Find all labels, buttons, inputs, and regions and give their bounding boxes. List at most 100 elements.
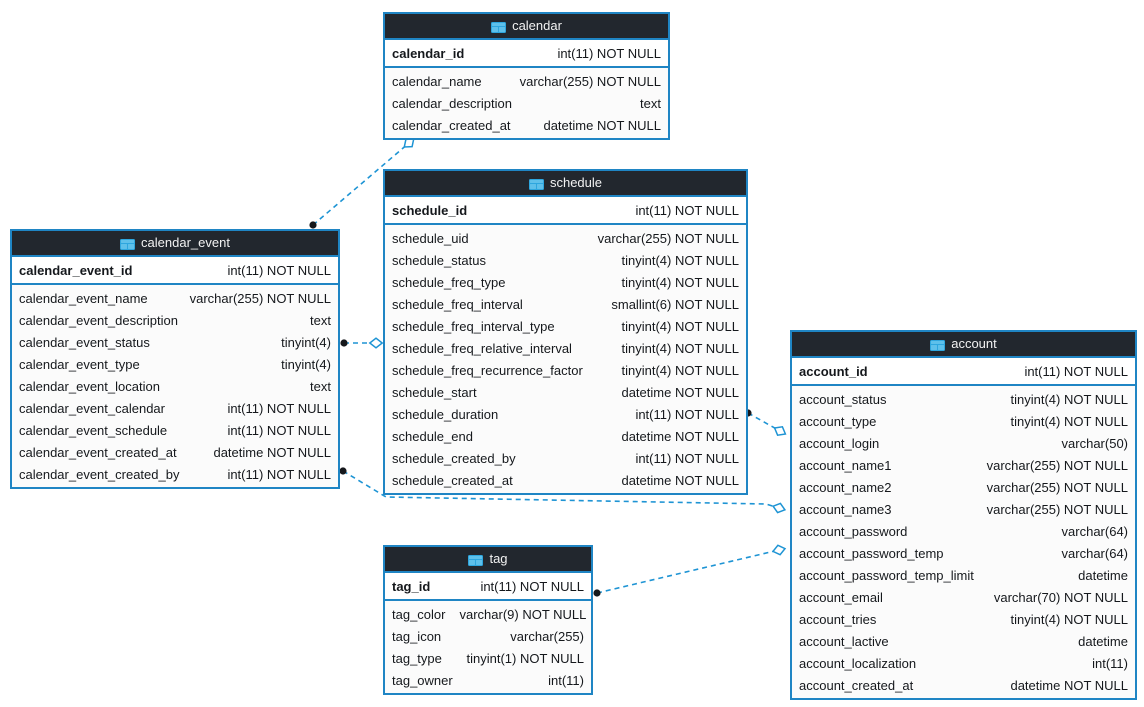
- table-header[interactable]: schedule: [385, 171, 746, 197]
- column-name: tag_type: [392, 650, 442, 666]
- er-table-calendar_event[interactable]: calendar_event calendar_event_id int(11)…: [10, 229, 340, 489]
- primary-key-name: account_id: [799, 363, 868, 379]
- column-type: varchar(70) NOT NULL: [993, 589, 1128, 605]
- table-title: tag: [489, 551, 508, 566]
- column-name: schedule_freq_relative_interval: [392, 340, 572, 356]
- column-name: schedule_status: [392, 252, 486, 268]
- relationship-endpoint-dot: [340, 339, 348, 347]
- column-row[interactable]: schedule_end datetime NOT NULL: [385, 425, 746, 447]
- primary-key-row[interactable]: schedule_id int(11) NOT NULL: [385, 197, 746, 225]
- table-header[interactable]: calendar_event: [12, 231, 338, 257]
- column-type: varchar(9) NOT NULL: [459, 606, 587, 622]
- table-icon: [468, 554, 484, 566]
- relationship-schedule-account[interactable]: [744, 409, 787, 437]
- column-type: varchar(255) NOT NULL: [986, 457, 1128, 473]
- column-type: varchar(255) NOT NULL: [597, 230, 739, 246]
- column-type: tinyint(4) NOT NULL: [621, 340, 739, 356]
- table-icon: [120, 238, 136, 250]
- column-type: varchar(255) NOT NULL: [986, 479, 1128, 495]
- table-header[interactable]: calendar: [385, 14, 668, 40]
- column-row[interactable]: schedule_freq_relative_interval tinyint(4…: [385, 337, 746, 359]
- table-title: schedule: [549, 175, 603, 190]
- er-table-account[interactable]: account account_id int(11) NOT NULL acco…: [790, 330, 1137, 700]
- column-name: calendar_name: [392, 73, 482, 89]
- column-name: calendar_event_type: [19, 356, 140, 372]
- primary-key-row[interactable]: calendar_id int(11) NOT NULL: [385, 40, 668, 68]
- primary-key-name: calendar_id: [392, 45, 465, 61]
- er-table-calendar[interactable]: calendar calendar_id int(11) NOT NULL ca…: [383, 12, 670, 140]
- table-header[interactable]: account: [792, 332, 1135, 358]
- column-type: datetime NOT NULL: [621, 428, 739, 444]
- primary-key-row[interactable]: tag_id int(11) NOT NULL: [385, 573, 591, 601]
- column-name: calendar_event_calendar: [19, 400, 165, 416]
- primary-key-row[interactable]: calendar_event_id int(11) NOT NULL: [12, 257, 338, 285]
- table-header[interactable]: tag: [385, 547, 591, 573]
- column-type: int(11): [1092, 655, 1128, 671]
- column-type: int(11): [548, 672, 584, 688]
- column-row[interactable]: calendar_name varchar(255) NOT NULL: [385, 70, 668, 92]
- column-type: tinyint(4) NOT NULL: [1010, 413, 1128, 429]
- column-type: tinyint(4) NOT NULL: [1010, 391, 1128, 407]
- relationship-tag-account[interactable]: [593, 544, 787, 597]
- column-name: schedule_end: [392, 428, 473, 444]
- column-type: datetime: [1078, 633, 1128, 649]
- relationship-calendar_event-schedule[interactable]: [340, 337, 384, 349]
- column-type: int(11) NOT NULL: [227, 466, 331, 482]
- column-row[interactable]: schedule_uid varchar(255) NOT NULL: [385, 227, 746, 249]
- column-name: account_password: [799, 523, 908, 539]
- column-name: schedule_duration: [392, 406, 499, 422]
- relationship-endpoint-diamond: [773, 425, 787, 437]
- primary-key-type: int(11) NOT NULL: [557, 45, 661, 61]
- column-type: varchar(255) NOT NULL: [519, 73, 661, 89]
- primary-key-row[interactable]: account_id int(11) NOT NULL: [792, 358, 1135, 386]
- column-type: text: [310, 378, 331, 394]
- column-name: account_password_temp_limit: [799, 567, 974, 583]
- er-table-schedule[interactable]: schedule schedule_id int(11) NOT NULL sc…: [383, 169, 748, 495]
- column-type: varchar(255) NOT NULL: [189, 290, 331, 306]
- column-name: schedule_uid: [392, 230, 469, 246]
- column-type: varchar(255) NOT NULL: [986, 501, 1128, 517]
